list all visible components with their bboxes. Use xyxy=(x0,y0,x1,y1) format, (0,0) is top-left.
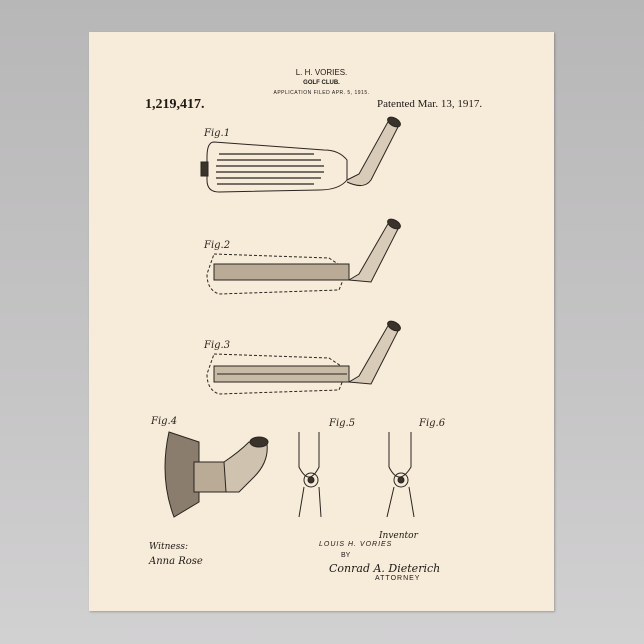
patent-drawings xyxy=(89,32,554,611)
fig-3-label: Fig.3 xyxy=(204,340,230,351)
fig-6-label: Fig.6 xyxy=(419,418,445,429)
patent-date: Patented Mar. 13, 1917. xyxy=(377,98,482,110)
patent-number: 1,219,417. xyxy=(145,97,205,113)
attorney-label: ATTORNEY xyxy=(375,575,420,582)
attorney-signature: Conrad A. Dieterich xyxy=(329,562,440,575)
patent-title: GOLF CLUB. xyxy=(89,80,554,86)
witness-signature: Anna Rose xyxy=(149,556,203,567)
inventor-header: L. H. VORIES. xyxy=(89,68,554,77)
fig-1-drawing xyxy=(201,115,402,192)
fig-2-label: Fig.2 xyxy=(204,240,230,251)
inventor-label: Inventor xyxy=(379,531,418,541)
by-label: BY xyxy=(341,552,350,559)
fig-1-label: Fig.1 xyxy=(204,128,230,139)
fig-3-drawing xyxy=(207,319,402,394)
fig-6-drawing xyxy=(387,432,414,517)
application-date: APPLICATION FILED APR. 5, 1915. xyxy=(89,90,554,96)
fig-5-drawing xyxy=(299,432,321,517)
fig-4-label: Fig.4 xyxy=(151,416,177,427)
patent-poster: L. H. VORIES. GOLF CLUB. APPLICATION FIL… xyxy=(89,32,554,611)
fig-5-label: Fig.5 xyxy=(329,418,355,429)
witness-label: Witness: xyxy=(149,542,188,552)
inventor-name: LOUIS H. VORIES xyxy=(319,541,392,548)
fig-4-drawing xyxy=(165,432,268,517)
fig-2-drawing xyxy=(207,217,402,294)
